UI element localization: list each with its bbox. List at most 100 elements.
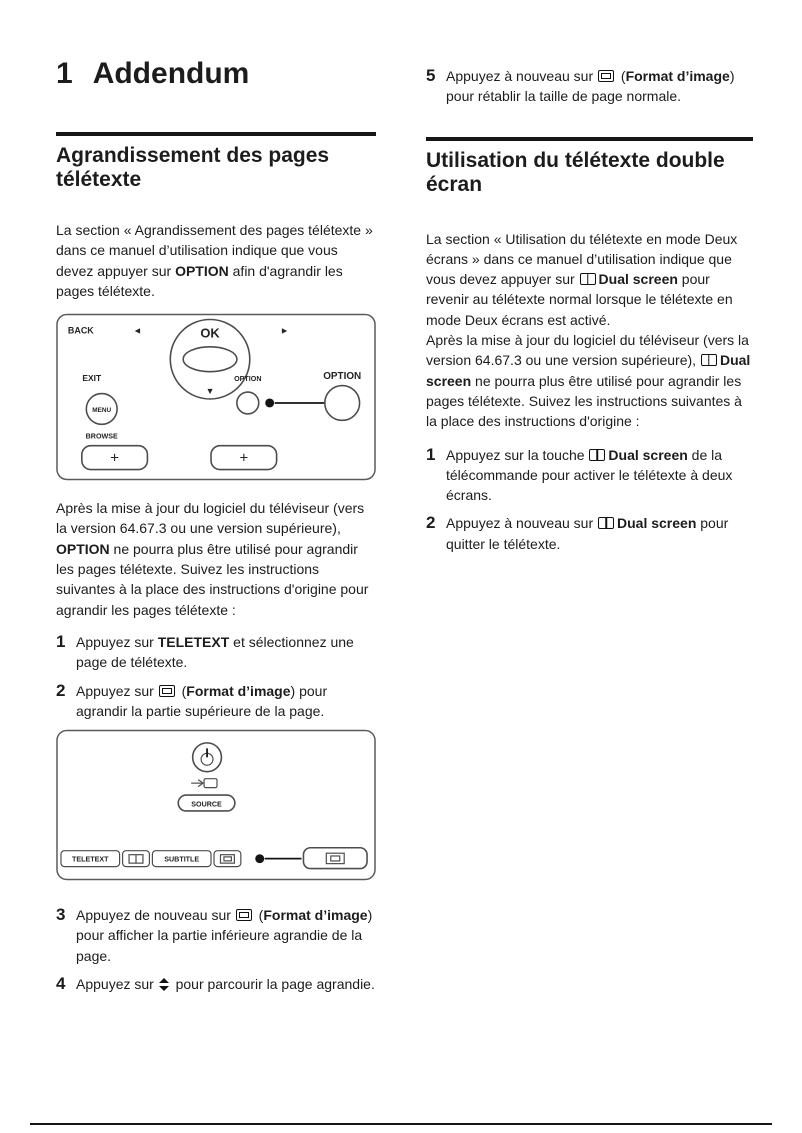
source-screen-icon <box>203 778 218 789</box>
section-title-dual-screen: Utilisation du télétexte double écran <box>426 148 725 196</box>
text-run-bold: TELETEXT <box>157 633 230 650</box>
text-run-bold: OPTION <box>56 540 110 557</box>
text-run: pour quitter le télétexte. <box>446 515 729 552</box>
option-label: OPTION <box>234 375 261 383</box>
step-number: 1 <box>426 444 436 464</box>
step-item-4: 4 Appuyez sur pour parcourir la page agr… <box>56 974 376 994</box>
plus-label: + <box>110 451 119 467</box>
step-text: Appuyez sur la touche Dual screen de la … <box>446 445 753 506</box>
chapter-title: Addendum <box>92 57 250 90</box>
picture-format-callout-icon <box>325 852 345 865</box>
step-text: Appuyez sur pour parcourir la page agran… <box>76 974 376 994</box>
paragraph-update-note: Après la mise à jour du logiciel du télé… <box>56 498 376 620</box>
back-label: BACK <box>68 326 94 336</box>
dual-screen-icon <box>598 517 614 530</box>
option-callout-label: OPTION <box>323 371 361 382</box>
text-run: ( <box>177 682 187 699</box>
section-divider <box>426 136 753 141</box>
step-number: 2 <box>56 680 66 700</box>
source-arrow-head <box>197 779 205 788</box>
ok-button <box>182 346 238 373</box>
browse-label: BROWSE <box>86 433 118 441</box>
picture-format-callout-icon-inner <box>330 855 341 862</box>
text-run-bold: Dual screen <box>617 515 697 532</box>
text-run: Appuyez à nouveau sur <box>446 515 597 532</box>
text-run-bold: Format d’image <box>186 682 291 699</box>
option-button-callout <box>324 384 361 422</box>
step-number: 5 <box>426 66 436 85</box>
menu-label: MENU <box>92 407 111 414</box>
text-run: afin d'agrandir les pages télétexte. <box>56 262 343 299</box>
step-text: Appuyez de nouveau sur (Format d’image) … <box>76 905 376 966</box>
step-text: Appuyez à nouveau sur (Format d’image) p… <box>446 66 753 107</box>
callout-dot <box>265 398 275 408</box>
step-number: 3 <box>56 905 66 925</box>
text-run: Après la mise à jour du logiciel du télé… <box>426 332 749 369</box>
plus-button-left <box>81 445 149 471</box>
plus-button-right <box>210 445 278 471</box>
section-divider <box>56 132 376 136</box>
text-run-bold: Dual screen <box>426 352 751 389</box>
text-run-bold: OPTION <box>175 262 229 279</box>
text-run: Appuyez sur la touche <box>446 446 589 463</box>
dual-screen-icon <box>589 448 606 461</box>
source-label: SOURCE <box>191 801 222 809</box>
text-run: ( <box>617 68 626 84</box>
text-run: Après la mise à jour du logiciel du télé… <box>56 500 365 537</box>
section-title-enlarge-teletext: Agrandissement des pages télétexte <box>56 144 330 191</box>
exit-label: EXIT <box>82 373 102 383</box>
step-number: 1 <box>56 631 66 651</box>
text-run: de la télécommande pour activer le télét… <box>446 446 733 504</box>
text-run: ) pour afficher la partie inférieure agr… <box>76 907 373 964</box>
option-button <box>236 391 260 415</box>
paragraph-dual-update-note: Après la mise à jour du logiciel du télé… <box>426 330 753 431</box>
picture-format-icon <box>235 909 252 922</box>
text-run: Appuyez sur <box>76 633 158 650</box>
text-run: et sélectionnez une page de télétexte. <box>76 633 354 671</box>
dual-screen-icon <box>700 354 717 367</box>
text-run: Appuyez sur <box>76 682 158 699</box>
picture-format-icon <box>598 70 614 82</box>
teletext-label: TELETEXT <box>72 856 109 864</box>
ok-label: OK <box>200 326 220 341</box>
nav-ring <box>169 318 251 400</box>
remote-illustration-option: BACK ◄ OK ► ▼ EXIT MENU BROWSE OPTION OP… <box>56 313 376 481</box>
text-run: pour parcourir la page agrandie. <box>171 976 375 993</box>
subtitle-button <box>151 850 212 868</box>
text-run-bold: Dual screen <box>608 446 688 463</box>
dual-screen-button <box>121 850 151 868</box>
text-run: ( <box>254 907 264 924</box>
step-text: Appuyez à nouveau sur Dual screen pour q… <box>446 513 753 554</box>
remote-illustration-teletext: SOURCE TELETEXT SUBTITLE <box>56 729 376 881</box>
paragraph-dual-intro: La section « Utilisation du télétexte en… <box>426 229 753 330</box>
step-item-1: 1 Appuyez sur TELETEXT et sélectionnez u… <box>56 632 376 673</box>
down-arrow-icon: ▼ <box>206 386 215 396</box>
picture-format-icon <box>219 854 235 864</box>
step-text: Appuyez sur (Format d’image) pour agrand… <box>76 681 376 722</box>
callout-dot <box>255 854 265 864</box>
illustration-frame <box>56 313 376 481</box>
plus-label: + <box>239 451 248 467</box>
up-down-arrows-icon <box>158 978 169 992</box>
text-run-bold: Format d’image <box>263 907 368 924</box>
text-run-bold: Format d’image <box>625 68 730 84</box>
step-item-dual-2: 2 Appuyez à nouveau sur Dual screen pour… <box>426 513 753 554</box>
picture-format-button-callout <box>302 847 368 870</box>
text-run: Appuyez de nouveau sur <box>76 907 235 924</box>
source-button <box>177 794 236 812</box>
step-item-3: 3 Appuyez de nouveau sur (Format d’image… <box>56 905 376 966</box>
picture-format-icon-inner <box>223 856 232 862</box>
text-run: pour revenir au télétexte normal lorsque… <box>426 271 733 328</box>
step-number: 4 <box>56 974 66 994</box>
step-item-2: 2 Appuyez sur (Format d’image) pour agra… <box>56 681 376 722</box>
text-run: ne pourra plus être utilisé pour agrandi… <box>426 372 742 430</box>
right-column: 5 Appuyez à nouveau sur (Format d’image)… <box>426 50 753 562</box>
text-run: Appuyez sur <box>76 976 158 993</box>
teletext-button <box>60 850 121 868</box>
text-run: La section « Utilisation du télétexte en… <box>426 230 738 288</box>
dual-screen-icon <box>579 273 596 286</box>
text-run-bold: Dual screen <box>598 271 678 288</box>
